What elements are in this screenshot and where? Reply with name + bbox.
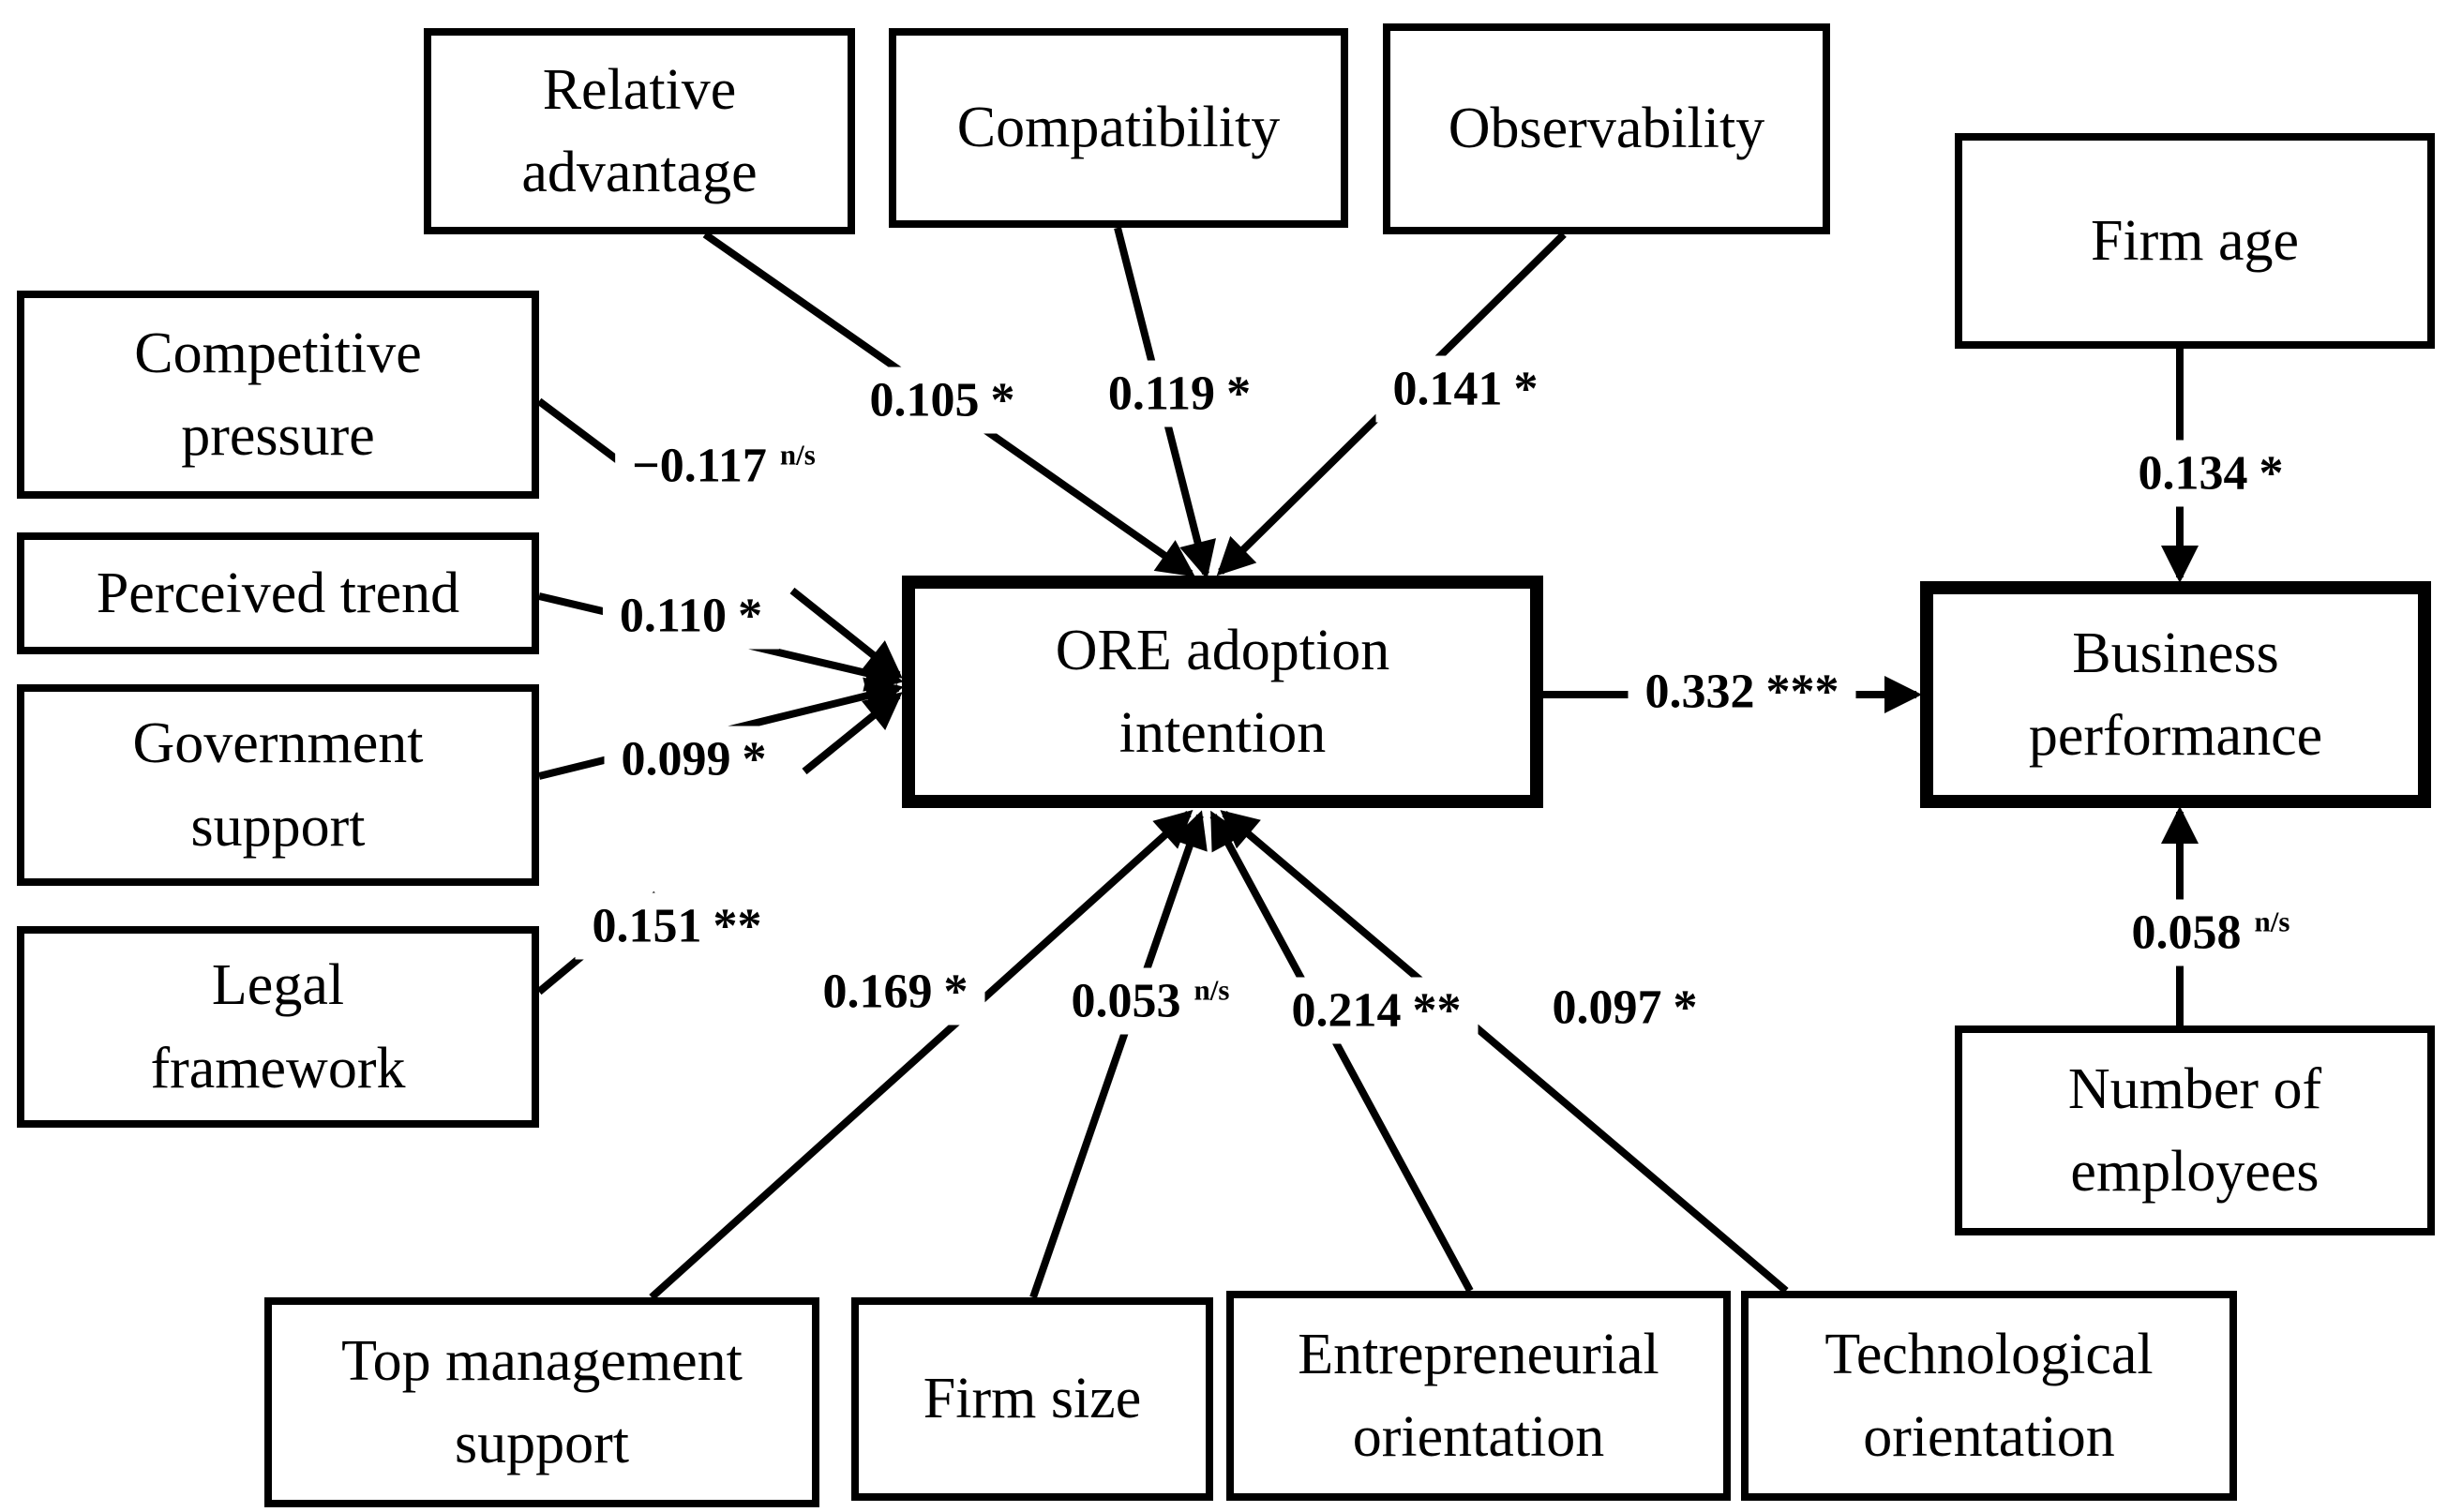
coef-number-of-employees-to-business-performance: 0.058 n/s xyxy=(2114,899,2307,966)
significance-ns: n/s xyxy=(1193,973,1230,1007)
node-business-performance: Business performance xyxy=(1920,581,2431,808)
coef-technological-orientation-to-ore: 0.097* xyxy=(1535,974,1715,1041)
node-observability-label: Observability xyxy=(1448,97,1765,161)
node-legal-framework: Legal framework xyxy=(17,926,539,1128)
coef-value: 0.141 xyxy=(1392,362,1503,416)
coef-compatibility-to-ore: 0.119* xyxy=(1090,360,1269,427)
coef-value: 0.110 xyxy=(619,589,728,643)
significance-stars: ** xyxy=(1412,983,1462,1038)
node-technological-orientation-label: Technological orientation xyxy=(1824,1322,2154,1469)
node-legal-framework-label: Legal framework xyxy=(150,953,406,1100)
coef-value: −0.117 xyxy=(632,439,767,493)
coef-value: 0.105 xyxy=(869,373,980,427)
node-perceived-trend: Perceived trend xyxy=(17,532,539,654)
connector-entrepreneurial-orientation-to-ore xyxy=(1209,810,1474,1293)
node-ore-adoption-intention: ORE adoption intention xyxy=(902,576,1543,808)
coef-value: 0.097 xyxy=(1552,981,1662,1035)
coef-value: 0.151 xyxy=(592,899,702,953)
connector-technological-orientation-to-ore xyxy=(1220,810,1789,1295)
node-government-support-label: Government support xyxy=(132,711,424,859)
coef-ore-to-business-performance: 0.332*** xyxy=(1628,658,1856,726)
coef-value: 0.058 xyxy=(2131,906,2242,960)
node-compatibility-label: Compatibility xyxy=(956,96,1281,160)
node-ore-adoption-intention-label: ORE adoption intention xyxy=(1055,618,1390,765)
coef-firm-age-to-business-performance: 0.134* xyxy=(2121,440,2301,507)
node-firm-age-label: Firm age xyxy=(2090,208,2300,273)
node-firm-size: Firm size xyxy=(851,1297,1213,1501)
connector-legal-framework-to-ore xyxy=(802,692,903,775)
node-business-performance-label: Business performance xyxy=(2028,621,2323,768)
coef-firm-size-to-ore: 0.053 n/s xyxy=(1054,967,1247,1035)
significance-stars: ** xyxy=(713,899,762,953)
significance-stars: * xyxy=(1226,367,1252,421)
connector-top-management-support-to-ore xyxy=(649,809,1193,1300)
significance-stars: * xyxy=(742,732,767,786)
node-compatibility: Compatibility xyxy=(889,28,1348,228)
coef-observability-to-ore: 0.141* xyxy=(1375,355,1555,423)
node-government-support: Government support xyxy=(17,684,539,886)
node-relative-advantage: Relative advantage xyxy=(424,28,855,234)
coef-value: 0.169 xyxy=(822,965,933,1019)
coef-relative-advantage-to-ore: 0.105* xyxy=(852,367,1032,434)
node-perceived-trend-label: Perceived trend xyxy=(96,561,460,625)
node-entrepreneurial-orientation-label: Entrepreneurial orientation xyxy=(1298,1322,1659,1469)
significance-stars: * xyxy=(1673,981,1698,1035)
connector-firm-size-to-ore xyxy=(1029,810,1208,1299)
significance-stars: * xyxy=(1513,362,1539,416)
coef-value: 0.119 xyxy=(1107,367,1216,421)
significance-ns: n/s xyxy=(779,438,816,472)
node-number-of-employees: Number of employees xyxy=(1955,1025,2435,1235)
node-observability: Observability xyxy=(1383,23,1830,234)
coef-value: 0.053 xyxy=(1071,974,1181,1028)
significance-stars: * xyxy=(2259,446,2284,501)
coef-top-management-support-to-ore: 0.169* xyxy=(805,958,985,1025)
significance-stars: * xyxy=(943,965,968,1019)
coef-government-support-to-ore: 0.099* xyxy=(604,726,784,793)
coef-perceived-trend-to-ore: 0.110* xyxy=(602,582,780,650)
node-number-of-employees-label: Number of employees xyxy=(2067,1056,2322,1204)
node-technological-orientation: Technological orientation xyxy=(1741,1291,2237,1501)
significance-ns: n/s xyxy=(2254,905,2290,938)
coef-value: 0.332 xyxy=(1644,665,1755,719)
node-top-management-support-label: Top management support xyxy=(341,1328,743,1475)
coef-value: 0.214 xyxy=(1291,983,1402,1038)
coef-value: 0.099 xyxy=(621,732,731,786)
coef-value: 0.134 xyxy=(2138,446,2248,501)
node-firm-size-label: Firm size xyxy=(923,1367,1142,1431)
coef-legal-framework-to-ore: 0.151** xyxy=(575,892,779,960)
node-competitive-pressure: Competitive pressure xyxy=(17,291,539,499)
node-entrepreneurial-orientation: Entrepreneurial orientation xyxy=(1226,1291,1731,1501)
node-competitive-pressure-label: Competitive pressure xyxy=(134,321,422,468)
node-top-management-support: Top management support xyxy=(264,1297,819,1507)
significance-stars: * xyxy=(738,589,763,643)
coef-entrepreneurial-orientation-to-ore: 0.214** xyxy=(1274,977,1479,1044)
coef-competitive-pressure-to-ore: −0.117 n/s xyxy=(615,432,833,500)
significance-stars: * xyxy=(990,373,1015,427)
significance-stars: *** xyxy=(1765,665,1839,719)
node-firm-age: Firm age xyxy=(1955,133,2435,349)
node-relative-advantage-label: Relative advantage xyxy=(521,57,758,204)
